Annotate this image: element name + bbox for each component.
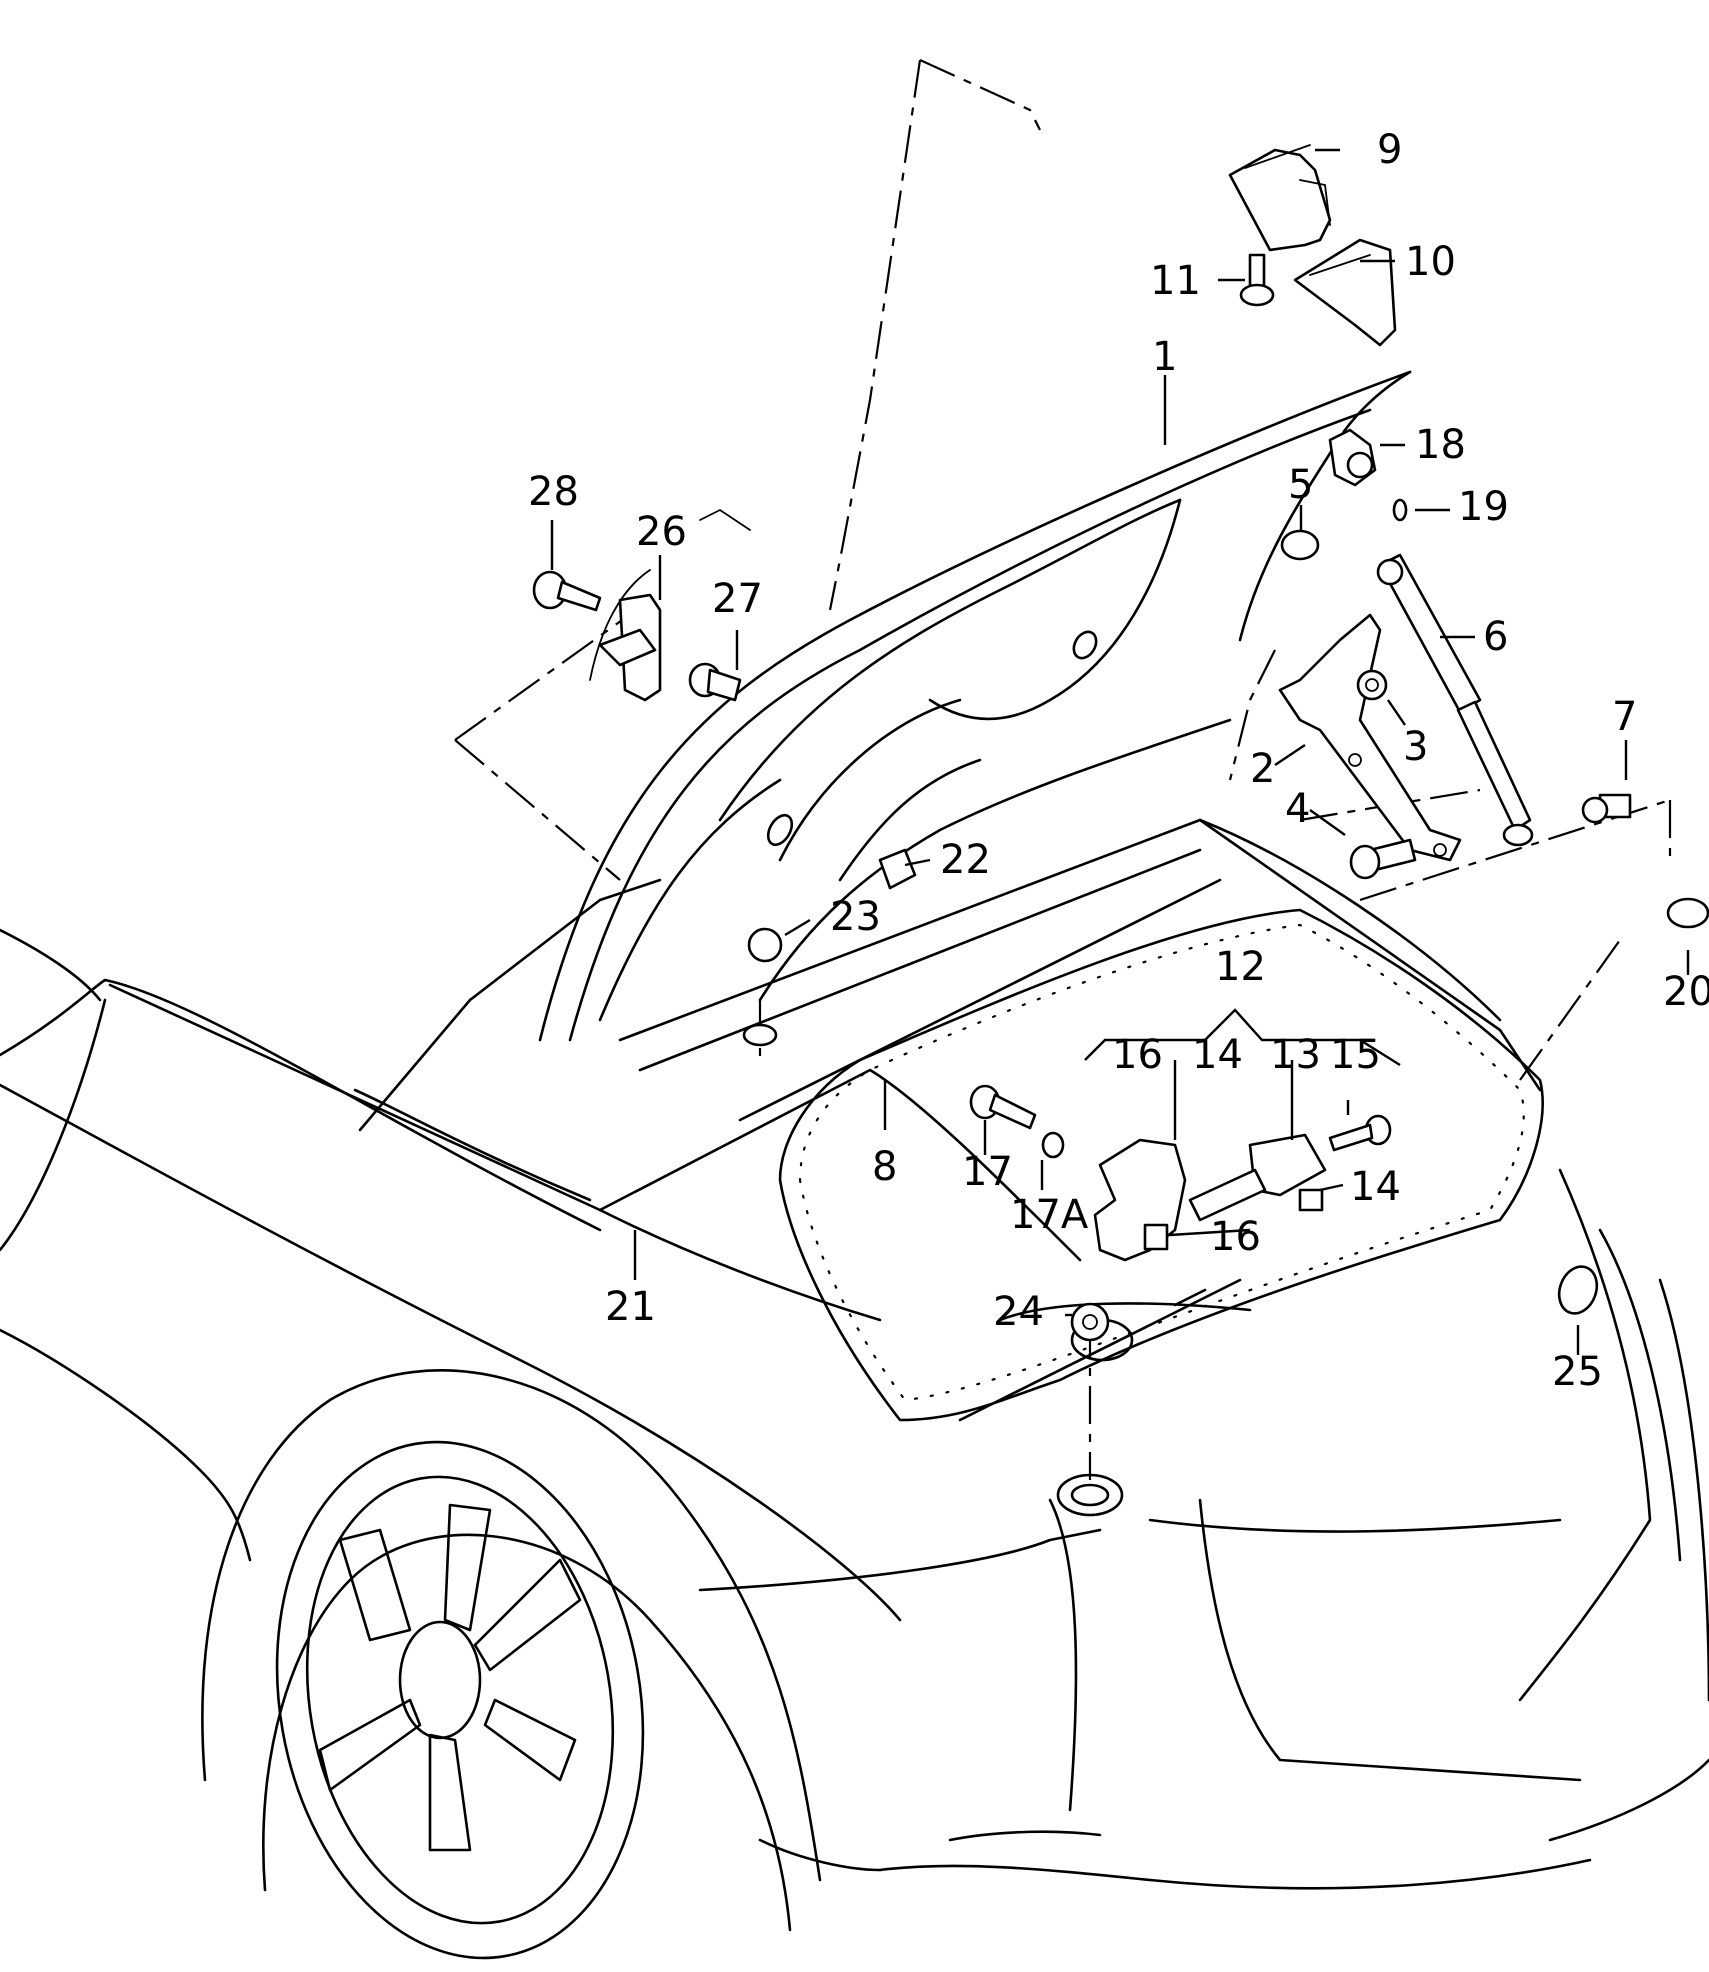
label-8: 8 (872, 1144, 897, 1190)
label-10: 10 (1405, 239, 1456, 285)
label-19: 19 (1458, 484, 1509, 530)
label-2: 2 (1250, 746, 1275, 792)
rear-wheel (275, 1440, 645, 1960)
label-20: 20 (1663, 969, 1709, 1015)
part-14-connector (1298, 1188, 1324, 1212)
part-25-grommet (1557, 1265, 1599, 1315)
part-15-screw (1328, 1114, 1392, 1152)
label-26: 26 (636, 509, 687, 555)
label-17: 17 (962, 1149, 1013, 1195)
part-3-nut (1356, 669, 1388, 701)
label-3: 3 (1403, 724, 1428, 770)
label-12: 12 (1215, 944, 1266, 990)
label-14-right: 14 (1350, 1164, 1401, 1210)
label-15: 15 (1330, 1032, 1381, 1078)
part-11-bolt (1239, 253, 1275, 307)
car-body (0, 928, 1709, 1932)
label-27: 27 (712, 576, 763, 622)
part-28-screw (532, 570, 602, 612)
part-6-gas-strut (1376, 553, 1534, 847)
part-16-lock (1093, 1138, 1187, 1262)
callout-labels: 1 2 3 4 5 6 7 8 9 10 11 12 13 14 14 15 1… (528, 127, 1709, 1395)
label-4: 4 (1285, 786, 1310, 832)
label-16-top: 16 (1112, 1032, 1163, 1078)
part-17-bolt (969, 1084, 1037, 1130)
part-18-buffer (1328, 428, 1377, 487)
label-23: 23 (830, 894, 881, 940)
label-16-bottom: 16 (1210, 1214, 1261, 1260)
trunk-opening (618, 818, 1544, 1517)
part-17a-washer (1041, 1131, 1065, 1159)
trunk-lid (538, 370, 1412, 1042)
part-24-nut (1070, 1302, 1110, 1342)
part-13-actuator (1188, 1133, 1327, 1222)
label-25: 25 (1552, 1349, 1603, 1395)
part-23-nut (742, 927, 783, 1047)
part-2-hinge (1278, 613, 1462, 862)
label-18: 18 (1415, 422, 1466, 468)
part-27-clip (688, 662, 742, 702)
part-22-clip (878, 848, 917, 890)
label-1: 1 (1152, 334, 1177, 380)
label-9: 9 (1377, 127, 1402, 173)
part-9-hinge-bracket (1228, 144, 1332, 252)
release-cable (358, 878, 662, 1132)
label-22: 22 (940, 837, 991, 883)
part-26-striker-bracket (598, 593, 662, 702)
leader-lines (550, 148, 1690, 1355)
label-5: 5 (1288, 462, 1313, 508)
label-13: 13 (1270, 1032, 1321, 1078)
label-21: 21 (605, 1284, 656, 1330)
label-28: 28 (528, 469, 579, 515)
part-7-ball-stud (1581, 793, 1632, 824)
label-6: 6 (1483, 614, 1508, 660)
part-4-bolt (1349, 838, 1417, 880)
label-17a: 17A (1010, 1192, 1089, 1238)
label-24: 24 (993, 1289, 1044, 1335)
part-5-plug (1280, 529, 1320, 561)
lock-cable (958, 1278, 1242, 1422)
label-14-top: 14 (1192, 1032, 1243, 1078)
part-19-pin (1392, 498, 1408, 522)
part-10-cover (1293, 238, 1397, 347)
part-20-grommet (1666, 897, 1709, 929)
label-7: 7 (1612, 694, 1637, 740)
label-11: 11 (1150, 258, 1201, 304)
